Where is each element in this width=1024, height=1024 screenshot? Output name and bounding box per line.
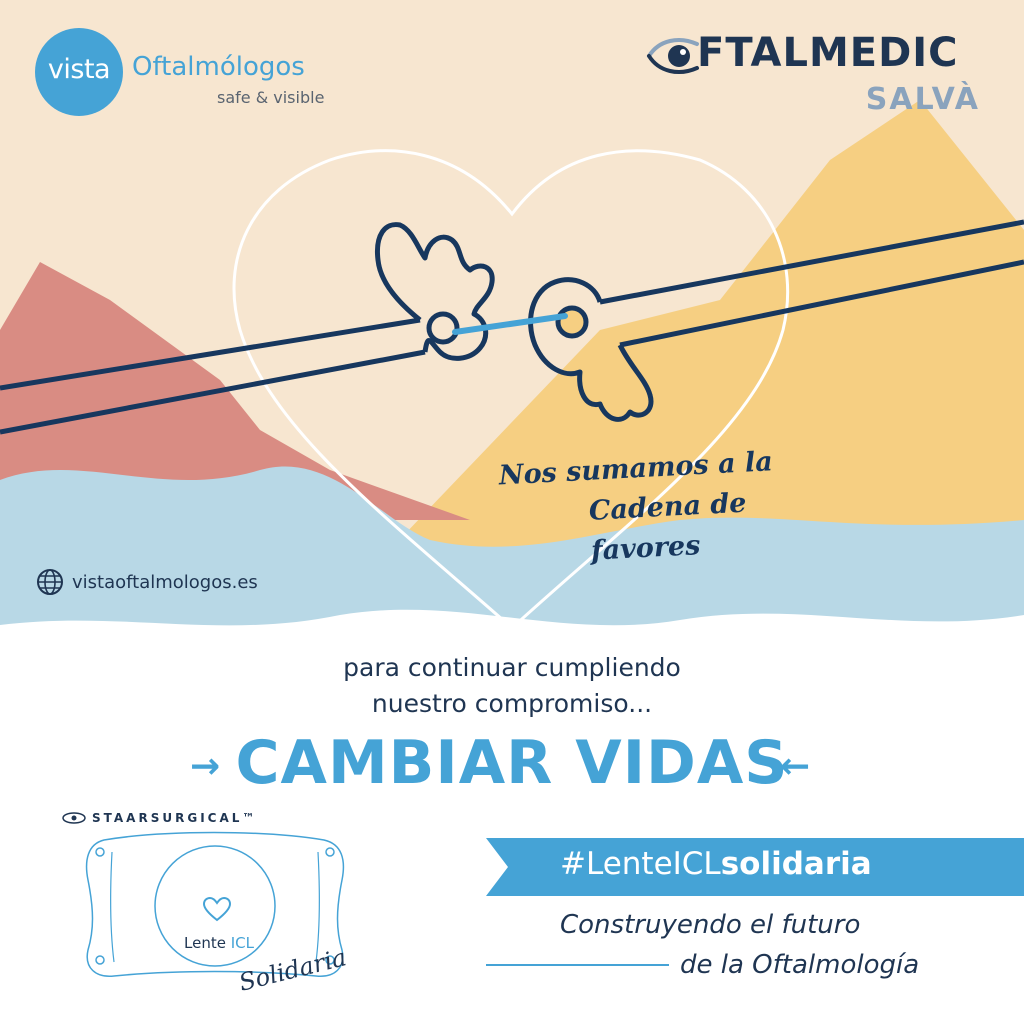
- hashtag: #LenteICLsolidaria: [560, 846, 872, 882]
- oftalmedic-logo: FTALMEDIC SALVÀ: [645, 30, 990, 125]
- footer-rule: [486, 964, 669, 966]
- vista-logo: vista Oftalmólogos safe & visible: [35, 28, 335, 118]
- right-hand-fingertip: [555, 305, 589, 339]
- lens-label: Lente ICL: [184, 934, 254, 952]
- headline-row: CAMBIAR VIDAS → ←: [0, 728, 1024, 808]
- lens-label-prefix: Lente: [184, 934, 231, 952]
- connecting-thread: [452, 313, 568, 335]
- footer-line-2: de la Oftalmología: [680, 950, 920, 980]
- intro-line-1: para continuar cumpliendo: [343, 653, 681, 682]
- white-wave: [0, 609, 1024, 1024]
- intro-text: para continuar cumpliendo nuestro compro…: [0, 650, 1024, 722]
- hashtag-bold: solidaria: [720, 846, 872, 882]
- oftalmedic-name: FTALMEDIC: [697, 30, 959, 76]
- right-hand: [528, 277, 654, 422]
- left-hand: [374, 222, 495, 361]
- staar-eye-icon: [62, 812, 86, 824]
- blue-water: [0, 466, 1024, 640]
- icl-lens-illustration: [85, 831, 345, 977]
- left-arm-line-1: [0, 317, 421, 391]
- script-heading: Nos sumamos a la Cadena de favores: [470, 440, 816, 578]
- vista-name: Oftalmólogos: [132, 52, 305, 82]
- oftalmedic-subtitle: SALVÀ: [865, 82, 980, 117]
- staar-surgical-logo: STAARSURGICAL™: [62, 808, 257, 828]
- staar-surgical-text: STAARSURGICAL™: [92, 811, 258, 825]
- arrow-left-icon: ←: [780, 746, 811, 787]
- headline: CAMBIAR VIDAS: [235, 728, 789, 798]
- right-arm-line-1: [599, 219, 1024, 305]
- vista-circle-word: vista: [47, 54, 111, 85]
- heart-outline: [232, 149, 790, 631]
- footer-line-1: Construyendo el futuro: [560, 910, 861, 940]
- right-arm-line-2: [619, 259, 1024, 348]
- website-url[interactable]: vistaoftalmologos.es: [72, 571, 258, 593]
- heart-icon: [202, 896, 232, 922]
- lens-label-brand: ICL: [230, 934, 254, 952]
- vista-circle-badge: vista: [35, 28, 123, 116]
- left-hand-fingertip: [426, 311, 460, 345]
- vista-tagline: safe & visible: [217, 88, 325, 107]
- terracotta-mountain: [0, 262, 470, 520]
- intro-line-2: nuestro compromiso...: [371, 689, 653, 718]
- hashtag-prefix: #LenteICL: [560, 846, 721, 882]
- globe-icon: [37, 569, 63, 595]
- left-arm-line-2: [0, 349, 426, 435]
- website-link[interactable]: vistaoftalmologos.es: [36, 567, 258, 597]
- arrow-right-icon: →: [190, 746, 221, 787]
- eye-icon: [647, 38, 699, 74]
- hashtag-ribbon: [486, 838, 1024, 896]
